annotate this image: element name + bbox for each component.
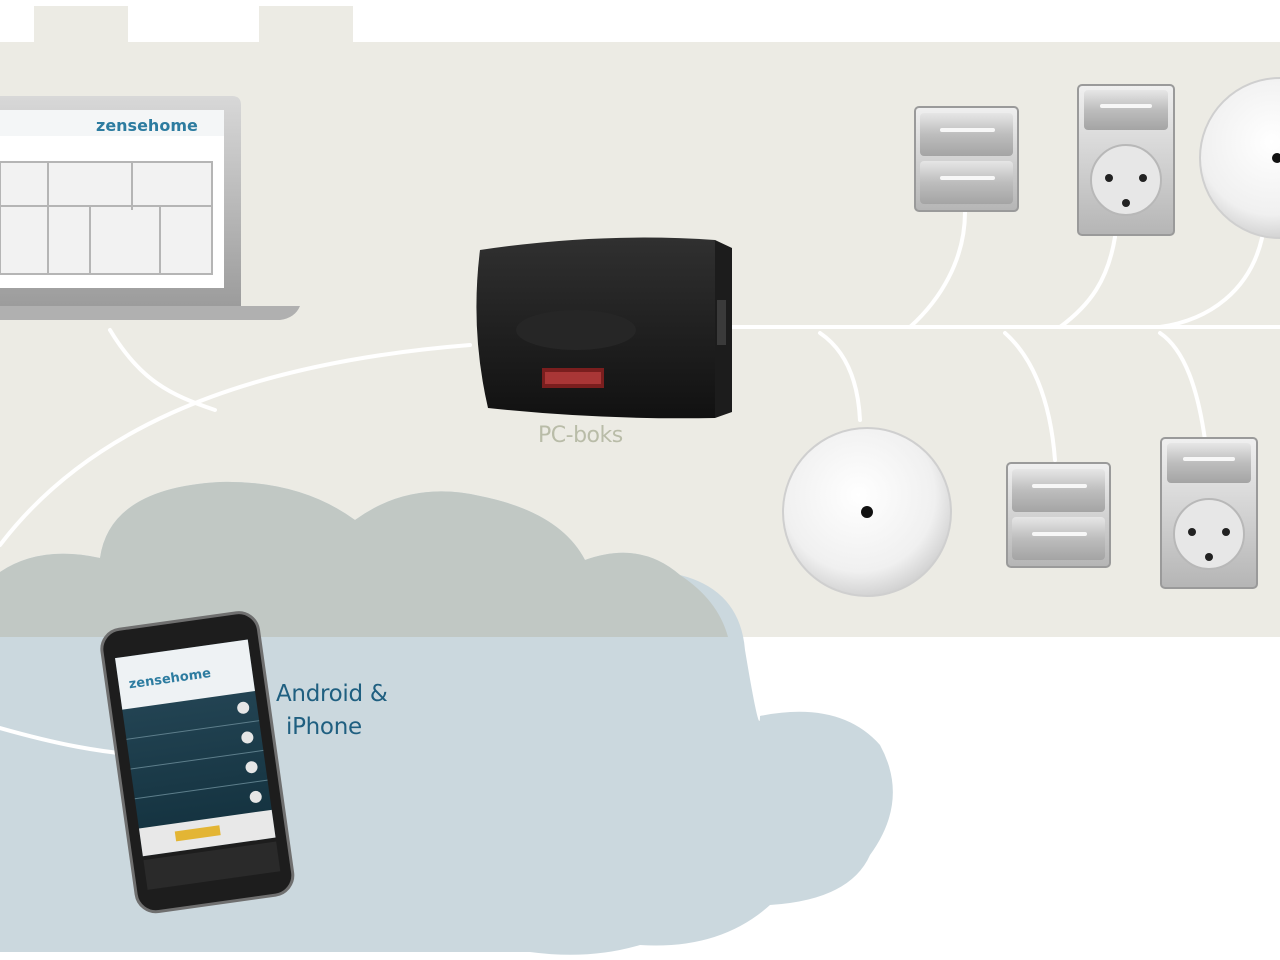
laptop: zensehome bbox=[0, 96, 300, 320]
socket-switch-bottom bbox=[1160, 437, 1258, 589]
motion-sensor-bottom bbox=[782, 427, 952, 597]
phone-label-line-2: iPhone bbox=[286, 714, 362, 740]
double-switch-top bbox=[914, 106, 1019, 212]
laptop-screen-logo: zensehome bbox=[96, 116, 198, 135]
phone-label: Android & iPhone bbox=[276, 678, 388, 744]
pc-box bbox=[476, 237, 732, 419]
network-wires bbox=[0, 210, 1280, 757]
smartphone: zensehome bbox=[100, 611, 295, 914]
pc-box-label: PC-boks bbox=[538, 423, 623, 448]
socket-switch-top bbox=[1077, 84, 1175, 236]
phone-label-line-1: Android & bbox=[276, 681, 388, 707]
motion-sensor-top bbox=[1199, 77, 1280, 239]
double-switch-bottom bbox=[1006, 462, 1111, 568]
floorplan bbox=[0, 161, 213, 275]
